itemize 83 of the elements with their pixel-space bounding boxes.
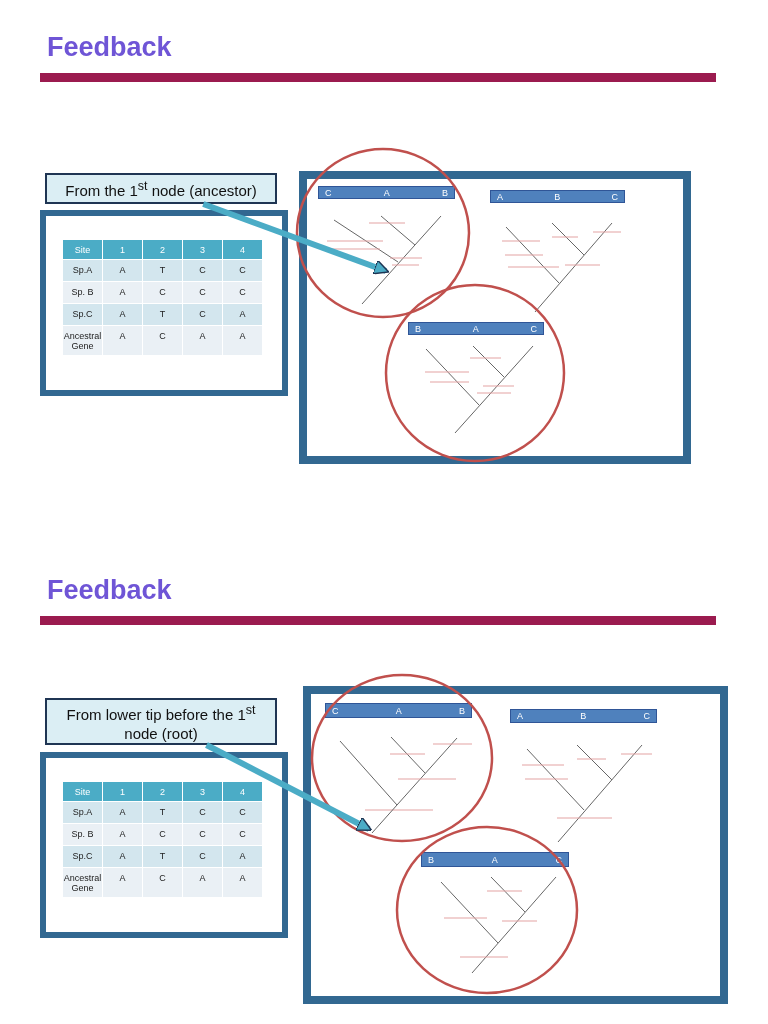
table-cell-text: A	[118, 829, 127, 839]
taxa-bar	[510, 709, 657, 723]
taxon-label: A	[491, 854, 498, 865]
header-cell-text: 1	[119, 787, 126, 797]
callout-box	[45, 698, 277, 745]
root-branch	[371, 804, 398, 834]
table-cell-text: C	[238, 265, 247, 275]
slide-title: Feedback	[47, 575, 172, 606]
header-cell-text: 3	[199, 245, 206, 255]
table-cell-text: Sp.C	[71, 309, 94, 319]
taxon-label: A	[517, 711, 523, 721]
table-cell-text: C	[198, 807, 207, 817]
table-cell-text: Sp.A	[71, 807, 94, 817]
table-cell-text: Sp.C	[71, 851, 94, 861]
table-cell-text: C	[198, 287, 207, 297]
root-branch	[361, 274, 389, 305]
taxon-label: B	[428, 854, 434, 865]
taxon-label: A	[395, 705, 402, 716]
table-cell-text: C	[158, 873, 167, 883]
arrow	[205, 742, 373, 832]
table-cell-text: A	[198, 331, 207, 341]
table-cell-text: C	[158, 829, 167, 839]
table-cell-text: T	[158, 265, 167, 275]
taxon-label: B	[580, 711, 587, 721]
slide-title: Feedback	[47, 32, 172, 63]
header-cell-text: Site	[73, 787, 92, 797]
table-cell-text: Sp.A	[71, 265, 94, 275]
taxa-bar	[421, 852, 569, 867]
table-cell-text: C	[198, 851, 207, 861]
table-cell-text: A	[238, 309, 247, 319]
table-cell-text: A	[118, 851, 127, 861]
taxon-label: B	[554, 191, 561, 202]
table-cell: Ancestral Gene	[63, 331, 102, 351]
table-cell-text: A	[118, 331, 127, 341]
table-cell-text: T	[158, 807, 167, 817]
table-cell-text: C	[198, 829, 207, 839]
taxon-label: C	[530, 323, 537, 334]
callout-box	[45, 173, 277, 204]
taxa-bar	[318, 186, 455, 199]
table-cell-text: T	[158, 851, 167, 861]
taxon-label: C	[332, 705, 339, 716]
table-cell-text: A	[198, 873, 207, 883]
table-cell-text: A	[118, 287, 127, 297]
taxon-label: C	[611, 191, 618, 202]
taxon-label: B	[459, 705, 465, 716]
taxon-label: A	[472, 323, 479, 334]
table-cell-text: A	[118, 309, 127, 319]
taxon-label: B	[442, 187, 448, 198]
header-cell-text: Site	[73, 245, 92, 255]
table-cell-text: C	[198, 265, 207, 275]
table-cell-text: Sp. B	[70, 287, 95, 297]
table-cell-text: A	[238, 873, 247, 883]
table-cell-text: Sp. B	[70, 829, 95, 839]
taxa-bar	[325, 703, 472, 718]
header-cell-text: 1	[119, 245, 126, 255]
header-cell-text: 3	[199, 787, 206, 797]
table-cell-text: C	[198, 309, 207, 319]
table-cell-text: C	[158, 287, 167, 297]
table-cell-text: A	[238, 851, 247, 861]
callout-text: From lower tip before the 1$^{st}$ node (root)	[65, 701, 257, 743]
taxa-bar	[408, 322, 544, 335]
table-cell-text: A	[238, 331, 247, 341]
table-cell-text: C	[238, 287, 247, 297]
arrow	[202, 201, 390, 275]
taxon-label: B	[415, 323, 421, 334]
table-cell-text: C	[238, 829, 247, 839]
table-cell-text: C	[158, 331, 167, 341]
header-cell-text: 4	[239, 245, 246, 255]
table-cell: Ancestral Gene	[63, 873, 102, 893]
table-cell-text: C	[238, 807, 247, 817]
callout-text: From the 1$^{st}$ node (ancestor)	[65, 178, 257, 200]
table-cell-text: T	[158, 309, 167, 319]
taxon-label: A	[383, 187, 390, 198]
taxon-label: A	[497, 191, 503, 202]
taxon-label: C	[325, 187, 332, 198]
header-cell-text: 2	[159, 245, 166, 255]
table-cell-text: A	[118, 873, 127, 883]
header-cell-text: 4	[239, 787, 246, 797]
taxon-label: C	[643, 711, 650, 721]
header-cell-text: 2	[159, 787, 166, 797]
taxa-bar	[490, 190, 625, 203]
table-cell-text: A	[118, 265, 127, 275]
table-cell-text: A	[118, 807, 127, 817]
